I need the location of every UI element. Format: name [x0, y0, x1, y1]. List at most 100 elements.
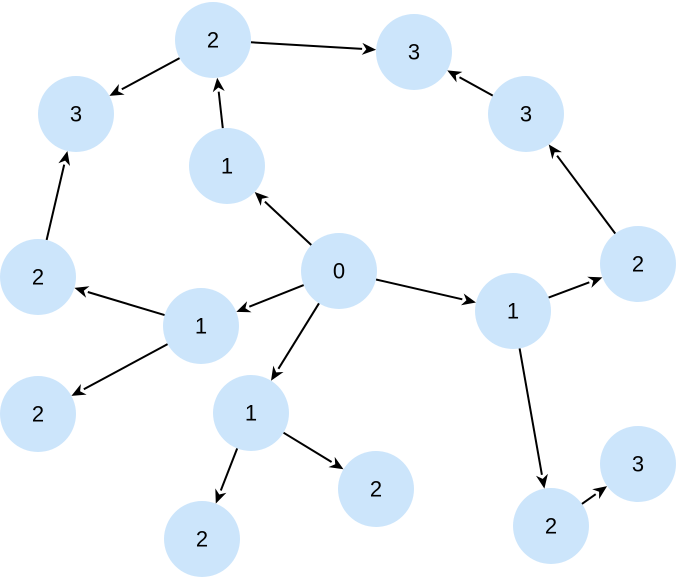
- node-circle: [488, 76, 564, 152]
- edge-line: [518, 348, 543, 475]
- edge-n-bottom-right-2-to-n-bottom-right-3: [581, 486, 608, 505]
- edge-n-upper-1-to-n-top-2: [212, 77, 225, 129]
- edge-n-right-2-to-n-right-3-upper: [548, 144, 617, 235]
- arrowhead-icon: [236, 301, 252, 313]
- node-circle: [164, 501, 240, 577]
- arrowhead-icon: [587, 276, 603, 288]
- node-circle: [0, 376, 76, 452]
- node-label: 3: [408, 40, 420, 65]
- node-label: 1: [507, 299, 519, 324]
- node-circle: [475, 273, 551, 349]
- edge-line: [217, 91, 224, 129]
- edge-n-left-2-upper-to-n-left-3: [45, 151, 70, 241]
- edge-line: [581, 493, 597, 505]
- node-left-3: 3: [38, 76, 114, 152]
- node-label: 2: [32, 402, 44, 427]
- node-circle: [600, 226, 676, 302]
- node-circle: [338, 451, 414, 527]
- node-top-2: 2: [175, 2, 251, 78]
- node-root-0: 0: [301, 233, 377, 309]
- edge-line: [87, 291, 165, 317]
- arrowhead-icon: [461, 293, 476, 306]
- arrowhead-icon: [254, 192, 269, 206]
- edge-n-root-0-to-n-right-1: [375, 278, 476, 306]
- node-label: 2: [32, 265, 44, 290]
- node-label: 2: [545, 514, 557, 539]
- node-mid-1: 1: [213, 375, 289, 451]
- edge-n-right-1-to-n-right-2: [548, 276, 603, 299]
- node-top-3: 3: [376, 14, 452, 90]
- edge-line: [264, 200, 312, 246]
- arrowhead-icon: [536, 473, 548, 489]
- node-circle: [175, 2, 251, 78]
- edge-line: [556, 155, 617, 235]
- edge-line: [375, 278, 463, 301]
- arrowhead-icon: [71, 384, 87, 396]
- node-left-2-upper: 2: [0, 239, 76, 315]
- arrowhead-icon: [328, 456, 344, 470]
- edge-n-root-0-to-n-upper-1: [254, 192, 312, 246]
- edge-n-mid-1-to-n-bottom-2: [215, 448, 239, 504]
- edge-line: [277, 302, 320, 370]
- edge-line: [45, 164, 66, 241]
- edge-n-root-0-to-n-mid-1: [271, 302, 320, 381]
- node-bottom-right-3: 3: [600, 426, 676, 502]
- node-label: 3: [70, 102, 82, 127]
- edge-line: [459, 76, 494, 97]
- node-label: 2: [207, 28, 219, 53]
- node-circle: [0, 239, 76, 315]
- node-bottom-2: 2: [164, 501, 240, 577]
- node-circle: [600, 426, 676, 502]
- node-circle: [376, 14, 452, 90]
- edge-line: [282, 431, 333, 463]
- node-label: 2: [632, 252, 644, 277]
- node-circle: [301, 233, 377, 309]
- edge-n-top-2-to-n-left-3: [109, 57, 181, 96]
- node-label: 1: [195, 314, 207, 339]
- edge-line: [83, 343, 169, 391]
- edge-n-left-1-to-n-left-2-lower: [71, 343, 169, 396]
- node-circle: [513, 488, 589, 564]
- node-circle: [38, 76, 114, 152]
- node-left-1: 1: [163, 288, 239, 364]
- edge-line: [219, 448, 239, 491]
- node-left-2-lower: 2: [0, 376, 76, 452]
- node-circle: [163, 288, 239, 364]
- arrowhead-icon: [212, 77, 225, 93]
- node-label: 0: [333, 259, 345, 284]
- arrowhead-icon: [215, 488, 227, 504]
- node-label: 2: [370, 477, 382, 502]
- edges-layer: [45, 41, 617, 505]
- node-circle: [213, 375, 289, 451]
- node-upper-1: 1: [189, 128, 265, 204]
- arrowhead-icon: [548, 144, 562, 160]
- node-label: 3: [632, 452, 644, 477]
- node-mid-right-2: 2: [338, 451, 414, 527]
- node-right-1: 1: [475, 273, 551, 349]
- edge-line: [121, 57, 181, 91]
- arrowhead-icon: [74, 286, 90, 298]
- edge-n-top-2-to-n-top-3: [250, 41, 377, 55]
- arrowhead-icon: [58, 151, 70, 166]
- node-label: 2: [196, 527, 208, 552]
- node-right-3-upper: 3: [488, 76, 564, 152]
- edge-line: [250, 41, 363, 50]
- arrowhead-icon: [592, 486, 608, 500]
- arrowhead-icon: [271, 365, 284, 381]
- edge-line: [248, 284, 305, 308]
- edge-n-root-0-to-n-left-1: [236, 284, 305, 313]
- edge-n-mid-1-to-n-mid-right-2: [282, 431, 344, 470]
- arrowhead-icon: [361, 42, 377, 55]
- arrowhead-icon: [447, 70, 463, 83]
- node-label: 1: [245, 401, 257, 426]
- edge-n-right-1-to-n-bottom-right-2: [518, 348, 548, 489]
- edge-n-right-3-upper-to-n-top-3: [447, 70, 494, 97]
- node-circle: [189, 128, 265, 204]
- node-label: 1: [221, 154, 233, 179]
- node-label: 3: [520, 102, 532, 127]
- edge-n-left-1-to-n-left-2-upper: [74, 286, 165, 317]
- edge-line: [548, 281, 590, 299]
- node-right-2: 2: [600, 226, 676, 302]
